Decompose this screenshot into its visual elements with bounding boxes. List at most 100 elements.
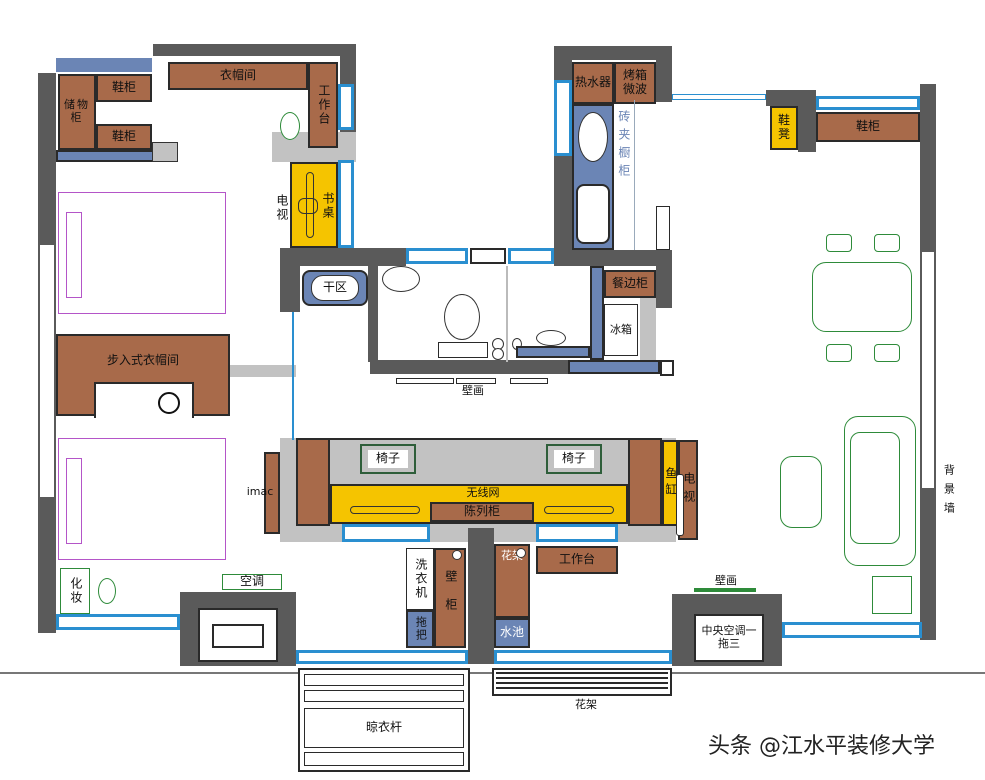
dry-area-label: 干区	[322, 280, 347, 295]
wall-closet-right	[230, 365, 296, 377]
toilet-oval-1	[280, 112, 300, 140]
bath-partition	[506, 266, 508, 362]
window-top-left	[56, 58, 152, 72]
window-bottom-left	[56, 614, 180, 630]
ac-left-label: 空调	[239, 574, 264, 589]
shoe-stool-label: 鞋凳	[777, 113, 790, 141]
chair-left: 椅子	[360, 444, 416, 474]
counter-slot-right	[544, 506, 614, 514]
sink-label: 水池	[499, 625, 524, 640]
corridor-line	[292, 312, 296, 440]
bed-bottom	[58, 438, 226, 560]
shoe-cabinet-step	[152, 142, 178, 162]
mop-sink: 拖把	[406, 610, 434, 648]
wall-painting-bar-right	[694, 588, 756, 592]
window-display-l	[342, 524, 430, 542]
desk-label: 书桌	[320, 192, 335, 220]
fridge-wrap	[590, 266, 604, 360]
wall-painting-bar-1	[396, 378, 454, 384]
dining-chair-3	[826, 344, 852, 362]
window-bath-1	[406, 248, 468, 264]
drying-rack-label: 晾衣杆	[365, 720, 402, 735]
workbench-vertical-label: 工作台	[316, 84, 331, 126]
shower-tray	[516, 346, 590, 358]
window-bath-2	[470, 248, 506, 264]
dining-table	[812, 262, 912, 332]
window-bottom-mid	[296, 650, 468, 664]
cloakroom-label: 衣帽间	[219, 68, 256, 83]
workbench-vertical: 工作台	[308, 62, 338, 148]
armchair	[780, 456, 822, 528]
sink: 水池	[494, 618, 530, 648]
makeup-label: 化妆	[68, 577, 83, 605]
fridge-label: 冰箱	[610, 322, 632, 336]
dining-chair-2	[874, 234, 900, 252]
dining-chair-1	[826, 234, 852, 252]
ac-left: 空调	[222, 574, 282, 590]
sofa-seat	[850, 432, 900, 544]
sofa	[844, 416, 916, 566]
window-bottom-right	[782, 622, 922, 638]
wall-kitchen-bottom	[554, 250, 672, 266]
closet-round-stool	[158, 392, 180, 414]
shoe-cabinet-top: 鞋柜	[96, 74, 152, 102]
bath-basin	[382, 266, 420, 292]
wall-kitchen-low-right	[656, 250, 672, 308]
wall-laundry-center	[468, 528, 494, 664]
tv-label-study: 电视	[274, 194, 289, 222]
display-cabinet: 陈列柜	[430, 502, 534, 522]
fish-tank-label: 鱼缸	[663, 467, 678, 499]
chair-right-label: 椅子	[553, 450, 594, 468]
wall-bath-bottom	[370, 360, 570, 374]
window-study	[338, 160, 354, 248]
makeup-stool	[98, 578, 116, 604]
tv-screen	[676, 474, 684, 536]
wall-corridor	[368, 264, 378, 362]
wall-bedroom-top	[56, 150, 154, 162]
central-ac: 中央空调一拖三	[694, 614, 764, 662]
flower-rack-outside-label: 花架	[575, 697, 597, 711]
sideboard-label: 餐边柜	[611, 276, 648, 291]
kitchen-door-post	[656, 206, 670, 250]
drying-rack-bar-2	[304, 690, 464, 702]
central-ac-label: 中央空调一拖三	[701, 624, 757, 650]
walk-in-closet-label: 步入式衣帽间	[106, 353, 179, 368]
shoe-cabinet-entry: 鞋柜	[816, 112, 920, 142]
window-study-top	[338, 84, 354, 130]
display-cabinet-label: 陈列柜	[463, 504, 500, 519]
kitchen-lower-block	[640, 298, 656, 360]
sideboard: 餐边柜	[604, 270, 656, 298]
counter-slot-left	[350, 506, 420, 514]
side-table	[872, 576, 912, 614]
wall-cabinet-label: 壁柜	[443, 570, 458, 626]
imac-desk	[264, 452, 280, 534]
workbench-label: 工作台	[558, 552, 595, 567]
bed-bottom-pillow	[66, 458, 82, 544]
window-kitchen-door-line	[672, 94, 766, 100]
wall-left-gap	[38, 245, 56, 497]
wall-right-gap	[920, 252, 936, 488]
water-heater-label: 热水器	[574, 75, 611, 90]
kitchen-sink-bowl	[578, 112, 608, 162]
dry-area-sink: 干区	[311, 275, 359, 301]
wall-painting-bar-2	[456, 378, 496, 384]
shoe-cabinet-entry-label: 鞋柜	[855, 119, 880, 134]
toilet-fixture-2	[492, 348, 504, 360]
dining-chair-4	[874, 344, 900, 362]
ac-left-inner	[212, 624, 264, 648]
shower-head	[536, 330, 566, 346]
window-bottom-mid-r	[494, 650, 672, 664]
mop-label: 拖把	[414, 616, 428, 642]
wall-painting-bar-3	[510, 378, 548, 384]
wall-entry-top	[766, 90, 816, 106]
sandwich-cabinet-label: 砖夹橱柜	[616, 110, 631, 182]
washing-machine-label: 洗衣机	[413, 558, 428, 600]
dry-area: 干区	[302, 270, 368, 306]
storage-cabinet-label: 储物柜	[64, 98, 90, 124]
chair-right: 椅子	[546, 444, 602, 474]
flower-rack-lines	[496, 672, 668, 692]
shoe-stool: 鞋凳	[770, 106, 798, 150]
bed-top	[58, 192, 226, 314]
drying-rack-box: 晾衣杆	[304, 708, 464, 748]
window-top-right	[816, 96, 920, 110]
